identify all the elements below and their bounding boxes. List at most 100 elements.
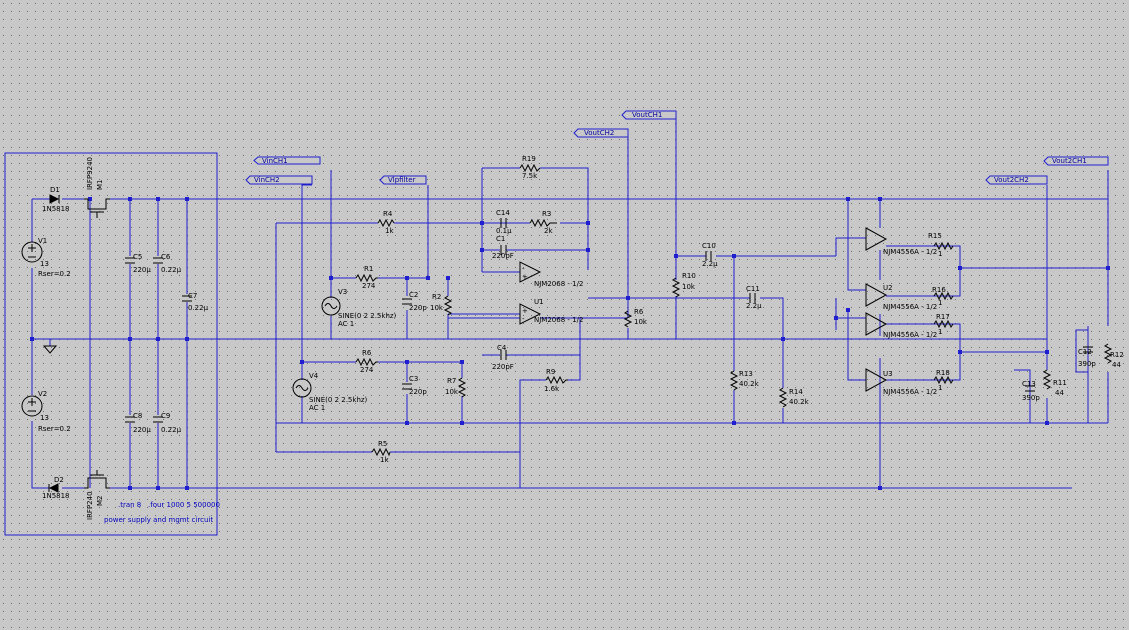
- V3-value: SINE(0 2 2.5khz): [338, 312, 397, 320]
- R6-value: 10k: [634, 318, 648, 326]
- C2-capacitor[interactable]: C2 220p: [402, 291, 427, 312]
- R9-resistor[interactable]: R9 1.6k: [544, 368, 568, 393]
- R10-value: 10k: [682, 283, 696, 291]
- C1-capacitor[interactable]: C1 220pF: [492, 235, 514, 260]
- directive-tran[interactable]: .tran 8: [118, 501, 141, 509]
- R18-resistor[interactable]: R18 1: [933, 369, 954, 392]
- net-label-Vlpfilter[interactable]: Vlpfilter: [379, 175, 427, 185]
- U2b-value: NJM4556A - 1/2: [883, 303, 937, 311]
- C7-name: C7: [188, 292, 197, 300]
- U2a-opamp[interactable]: NJM4556A - 1/2: [865, 227, 937, 256]
- U2b-opamp[interactable]: U2 NJM4556A - 1/2: [865, 283, 937, 311]
- R16-name: R16: [932, 286, 946, 294]
- M1-mosfet[interactable]: IRFP9240 M1: [84, 157, 110, 218]
- U3b-name: U3: [883, 370, 893, 378]
- R2-resistor[interactable]: R2 10k: [430, 293, 453, 316]
- D1-name: D1: [50, 186, 60, 194]
- R12-name: R12: [1110, 351, 1124, 359]
- C10-capacitor[interactable]: C10 2.2µ: [702, 242, 718, 268]
- U1a-opamp[interactable]: -+ NJM2068 - 1/2: [519, 261, 583, 288]
- R1-resistor[interactable]: R1 274: [355, 265, 378, 290]
- C3-capacitor[interactable]: C3 220p: [402, 375, 427, 396]
- C7-capacitor[interactable]: C7 0.22µ: [182, 292, 209, 312]
- D1-value: 1N5818: [42, 205, 70, 213]
- R19-value: 7.5k: [522, 172, 538, 180]
- V3-name: V3: [338, 288, 347, 296]
- R5-resistor[interactable]: R5 1k: [371, 440, 391, 464]
- R11-resistor[interactable]: R11 44: [1042, 369, 1067, 397]
- V3-source[interactable]: V3 SINE(0 2 2.5khz) AC 1: [321, 288, 397, 328]
- C14-value: 0.1µ: [496, 227, 512, 235]
- U3a-opamp[interactable]: NJM4556A - 1/2: [865, 312, 937, 339]
- R17-value: 1: [938, 328, 942, 336]
- R7-value: 10k: [445, 388, 459, 396]
- net-label-VoutCH2[interactable]: VoutCH2: [573, 128, 629, 138]
- U3b-opamp[interactable]: U3 NJM4556A - 1/2: [865, 368, 937, 396]
- C12-value: 390p: [1078, 360, 1096, 368]
- C11-capacitor[interactable]: C11 2.2µ: [746, 285, 762, 310]
- U1b-opamp[interactable]: +- U1 NJM2068 - 1/2: [519, 298, 583, 325]
- U1b-name: U1: [534, 298, 544, 306]
- R9-name: R9: [546, 368, 555, 376]
- R10-resistor[interactable]: R10 10k: [671, 272, 696, 298]
- R16-resistor[interactable]: R16 1: [932, 286, 954, 307]
- R4-resistor[interactable]: R4 1k: [377, 210, 394, 235]
- R7-resistor[interactable]: R7 10k: [445, 377, 467, 398]
- R2-value: 10k: [430, 304, 444, 312]
- C14-name: C14: [496, 209, 510, 217]
- C13-name: C13: [1022, 380, 1036, 388]
- net-label-Vout2CH2[interactable]: Vout2CH2: [985, 175, 1048, 185]
- C4-value: 220pF: [492, 363, 514, 371]
- net-label-VinCH2[interactable]: VinCH2: [245, 175, 313, 185]
- V1-extra: Rser=0.2: [38, 270, 71, 278]
- R8-name: R6: [362, 349, 372, 357]
- R1-name: R1: [364, 265, 373, 273]
- R6-name: R6: [634, 308, 644, 316]
- net-label-VoutCH1[interactable]: VoutCH1: [621, 110, 677, 120]
- V1-source[interactable]: V1 13 Rser=0.2: [21, 237, 71, 278]
- R12-value: 44: [1112, 361, 1121, 369]
- net-label-Vout2CH1[interactable]: Vout2CH1: [1043, 156, 1109, 166]
- R17-resistor[interactable]: R17 1: [933, 313, 954, 336]
- R6-resistor[interactable]: R6 10k: [623, 308, 648, 328]
- R15-resistor[interactable]: R15 1: [928, 232, 954, 258]
- C8-capacitor[interactable]: C8 220µ: [125, 412, 151, 434]
- C9-capacitor[interactable]: C9 0.22µ: [153, 412, 182, 434]
- svg-text:+: +: [522, 307, 528, 315]
- R19-resistor[interactable]: R19 7.5k: [519, 155, 541, 180]
- C6-capacitor[interactable]: C6 0.22µ: [153, 253, 182, 274]
- D1-diode[interactable]: D1 1N5818: [42, 186, 70, 213]
- C14-capacitor[interactable]: C14 0.1µ: [496, 209, 512, 235]
- svg-text:+: +: [522, 273, 528, 281]
- C12-capacitor[interactable]: C12 390p: [1075, 329, 1096, 373]
- svg-text:Vout2CH1: Vout2CH1: [1052, 157, 1087, 165]
- V1-name: V1: [38, 237, 47, 245]
- V2-source[interactable]: V2 13 Rser=0.2: [21, 390, 71, 433]
- R1-value: 274: [362, 282, 376, 290]
- R14-resistor[interactable]: R14 40.2k: [778, 387, 810, 408]
- D2-diode[interactable]: D2 1N5818: [42, 476, 70, 500]
- M1-name: M1: [96, 180, 104, 191]
- R5-name: R5: [378, 440, 387, 448]
- C9-name: C9: [161, 412, 170, 420]
- C4-capacitor[interactable]: C4 220pF: [492, 344, 514, 371]
- svg-text:-: -: [522, 315, 525, 323]
- net-label-VinCH1[interactable]: VinCH1: [253, 156, 321, 165]
- C5-capacitor[interactable]: C5 220µ: [125, 253, 151, 274]
- R8-resistor[interactable]: R6 274: [355, 349, 378, 374]
- R12-resistor[interactable]: R12 44: [1103, 343, 1124, 369]
- U3a-value: NJM4556A - 1/2: [883, 331, 937, 339]
- R3-resistor[interactable]: R3 2k: [529, 210, 557, 235]
- svg-text:Vlpfilter: Vlpfilter: [388, 176, 416, 184]
- directive-four[interactable]: .four 1000 5 500000: [148, 501, 220, 509]
- M2-mosfet[interactable]: IRFP240 M2: [84, 470, 110, 520]
- C13-capacitor[interactable]: C13 390p: [1014, 369, 1040, 423]
- R14-name: R14: [789, 388, 803, 396]
- C3-value: 220p: [409, 388, 427, 396]
- V4-source[interactable]: V4 SINE(0 2 2.5khz) AC 1: [292, 372, 368, 412]
- R18-name: R18: [936, 369, 950, 377]
- R3-name: R3: [542, 210, 551, 218]
- R13-resistor[interactable]: R13 40.2k: [729, 370, 760, 391]
- R15-value: 1: [938, 250, 942, 258]
